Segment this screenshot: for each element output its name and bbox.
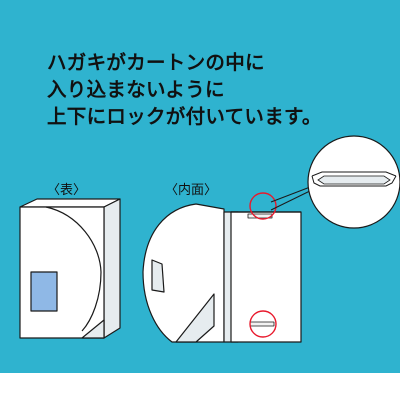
inner-carton-flap-shadow — [151, 259, 165, 293]
bottom-lock — [249, 321, 275, 327]
zoom-lock-outline — [311, 171, 397, 177]
front-label: 〈表〉 — [47, 183, 87, 198]
lock-highlights — [249, 192, 277, 338]
zoom-callout — [307, 135, 400, 229]
top-lock-highlight-circle — [249, 192, 277, 220]
front-carton — [19, 198, 121, 339]
inner-label: 〈内面〉 — [165, 183, 218, 198]
inner-carton-fold-tab — [175, 293, 215, 343]
front-carton-side-face — [103, 198, 121, 339]
bottom-lock-highlight-circle — [249, 310, 277, 338]
zoom-lock-tab — [317, 175, 391, 185]
inner-carton-back-panel-front — [230, 211, 302, 343]
headline-line-1: ハガキがカートンの中に — [47, 51, 265, 74]
inner-carton — [142, 203, 302, 343]
front-carton-corner-fold — [81, 319, 105, 339]
front-carton-window — [30, 271, 58, 312]
carton-illustration — [19, 135, 400, 343]
headline-line-2: 入り込まないように — [47, 78, 225, 101]
headline-text: ハガキがカートンの中に 入り込まないように 上下にロックが付いています。 — [47, 49, 322, 130]
headline-line-3: 上下にロックが付いています。 — [47, 105, 322, 128]
front-carton-curve — [45, 206, 102, 332]
front-carton-top-face — [19, 198, 121, 208]
